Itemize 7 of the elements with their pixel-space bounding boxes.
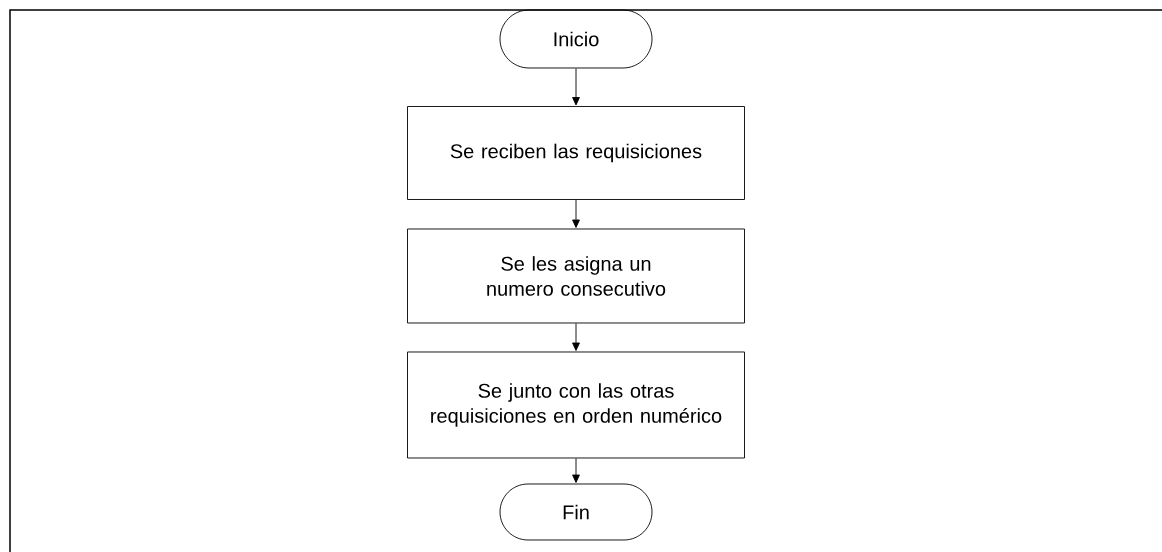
arrow — [572, 199, 580, 228]
arrow — [572, 458, 580, 483]
process-box: Se reciben las requisiciones — [407, 106, 745, 200]
process-box: Se les asigna un numero consecutivo — [407, 228, 745, 324]
process-box: Se junto con las otras requisiciones en orden numérico — [407, 351, 745, 459]
arrow — [572, 323, 580, 351]
arrow — [572, 68, 580, 106]
